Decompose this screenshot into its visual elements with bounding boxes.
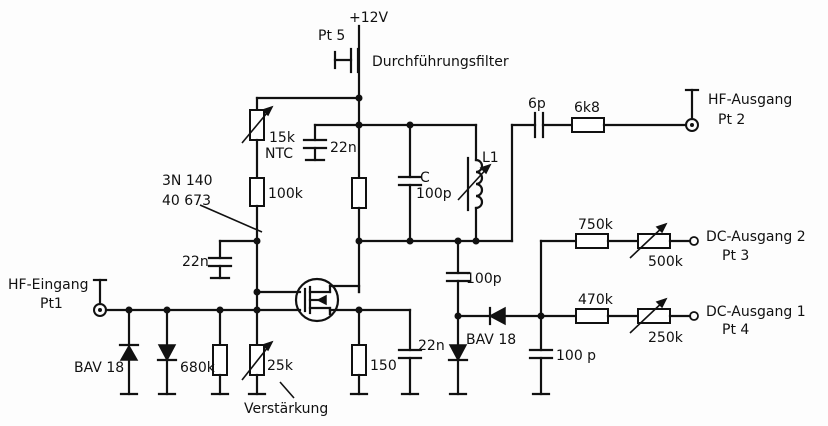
c-name-label: C bbox=[420, 170, 430, 186]
trim500k-label: 500k bbox=[648, 254, 684, 270]
supply-label: +12V bbox=[349, 10, 389, 26]
capacitor-22n-left bbox=[207, 237, 261, 280]
output-coupling bbox=[533, 88, 700, 139]
c100p-out-label: 100 p bbox=[556, 348, 596, 364]
hf-in-label: HF-Eingang bbox=[8, 277, 88, 293]
pt3-label: Pt 3 bbox=[722, 248, 749, 264]
ntc-value-label: 15k bbox=[269, 130, 296, 146]
capacitor-22n-source bbox=[397, 308, 423, 396]
inductor-l1 bbox=[457, 123, 492, 243]
l1-label: L1 bbox=[482, 150, 499, 166]
r680k-label: 680k bbox=[180, 360, 216, 376]
resistor-150 bbox=[351, 308, 367, 396]
feedthrough-filter bbox=[333, 24, 361, 100]
top-rail bbox=[255, 94, 478, 129]
c-value-label: 100p bbox=[416, 186, 452, 202]
r750k-label: 750k bbox=[578, 217, 614, 233]
pt2-label: Pt 2 bbox=[718, 112, 745, 128]
fet-type2-label: 40 673 bbox=[162, 193, 211, 209]
hf-out-label: HF-Ausgang bbox=[708, 92, 792, 108]
cap-6p-label: 6p bbox=[528, 96, 546, 112]
fet-pointer-line bbox=[199, 204, 263, 233]
diode-antiparallel bbox=[156, 308, 178, 396]
res-6k8-label: 6k8 bbox=[574, 100, 600, 116]
gain-label: Verstärkung bbox=[244, 401, 328, 417]
diode-bav18-left bbox=[118, 308, 140, 396]
pt1-label: Pt1 bbox=[40, 296, 63, 312]
detector-coupling-cap bbox=[445, 239, 471, 347]
dc-out1-label: DC-Ausgang 1 bbox=[706, 304, 806, 320]
fet-type1-label: 3N 140 bbox=[162, 173, 213, 189]
bav18-left-label: BAV 18 bbox=[74, 360, 124, 376]
dc-out2-label: DC-Ausgang 2 bbox=[706, 229, 806, 245]
trim250k-label: 250k bbox=[648, 330, 684, 346]
pt4-label: Pt 4 bbox=[722, 322, 749, 338]
c22n-src-label: 22n bbox=[418, 338, 445, 354]
mosfet-symbol bbox=[253, 277, 361, 323]
ntc-resistor bbox=[241, 96, 274, 180]
pot-25k bbox=[241, 308, 295, 399]
feedthrough-label: Durchführungsfilter bbox=[372, 54, 509, 70]
c22n-left-label: 22n bbox=[182, 254, 209, 270]
diode-bav18-mid bbox=[447, 344, 469, 396]
resistor-680k bbox=[212, 308, 228, 396]
c22n-top-label: 22n bbox=[330, 140, 357, 156]
c100p-mid-label: 100p bbox=[466, 271, 502, 287]
tank-bottom-rail bbox=[357, 123, 537, 245]
capacitor-c-100p bbox=[397, 123, 423, 245]
dc-output-rail bbox=[539, 222, 699, 352]
capacitor-22n-top bbox=[302, 123, 328, 162]
pot25k-label: 25k bbox=[267, 358, 294, 374]
bav18-mid-label: BAV 18 bbox=[466, 332, 516, 348]
pt5-label: Pt 5 bbox=[318, 28, 345, 44]
r150-label: 150 bbox=[370, 358, 397, 374]
ntc-label: NTC bbox=[265, 146, 293, 162]
r470k-label: 470k bbox=[578, 292, 614, 308]
source-rail bbox=[328, 306, 412, 316]
diode-series bbox=[456, 306, 545, 326]
capacitor-100p-out bbox=[528, 348, 554, 396]
r100k-label: 100k bbox=[268, 186, 304, 202]
input-rail bbox=[92, 278, 302, 317]
